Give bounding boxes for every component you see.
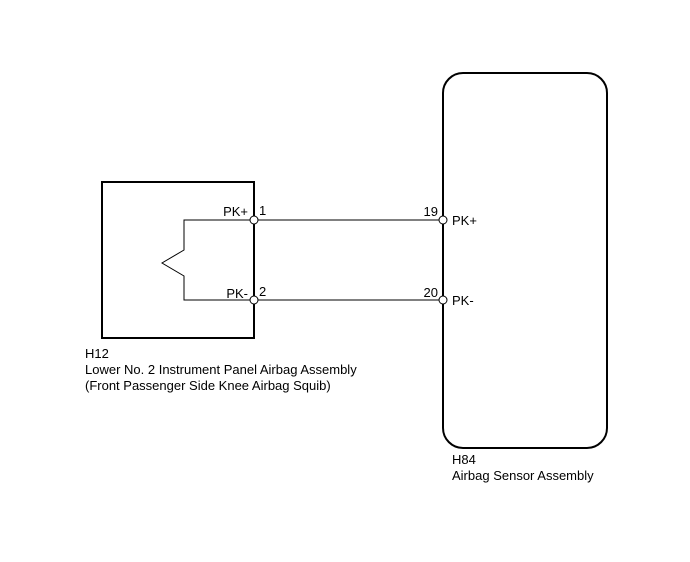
h84-pin19-number: 19	[424, 204, 438, 219]
h12-pin2-number: 2	[259, 284, 266, 299]
h12-name-line2: (Front Passenger Side Knee Airbag Squib)	[85, 378, 331, 393]
terminal-h12-pin2	[249, 295, 259, 305]
h84-pin20-label: PK-	[452, 293, 474, 308]
h84-pin20-number: 20	[424, 285, 438, 300]
squib-component-box	[101, 181, 255, 339]
terminal-h84-pin19	[438, 215, 448, 225]
h12-pin1-label: PK+	[223, 204, 248, 219]
terminal-h12-pin1	[249, 215, 259, 225]
h12-connector-code: H12	[85, 346, 109, 361]
h84-caption: H84 Airbag Sensor Assembly	[452, 452, 594, 484]
h84-name: Airbag Sensor Assembly	[452, 468, 594, 483]
h84-pin19-label: PK+	[452, 213, 477, 228]
h12-pin1-number: 1	[259, 203, 266, 218]
squib-element-symbol	[161, 219, 250, 301]
h12-pin2-label: PK-	[226, 286, 248, 301]
h12-caption: H12 Lower No. 2 Instrument Panel Airbag …	[85, 346, 357, 394]
h84-connector-code: H84	[452, 452, 476, 467]
sensor-component-box	[442, 72, 608, 449]
h12-name-line1: Lower No. 2 Instrument Panel Airbag Asse…	[85, 362, 357, 377]
terminal-h84-pin20	[438, 295, 448, 305]
